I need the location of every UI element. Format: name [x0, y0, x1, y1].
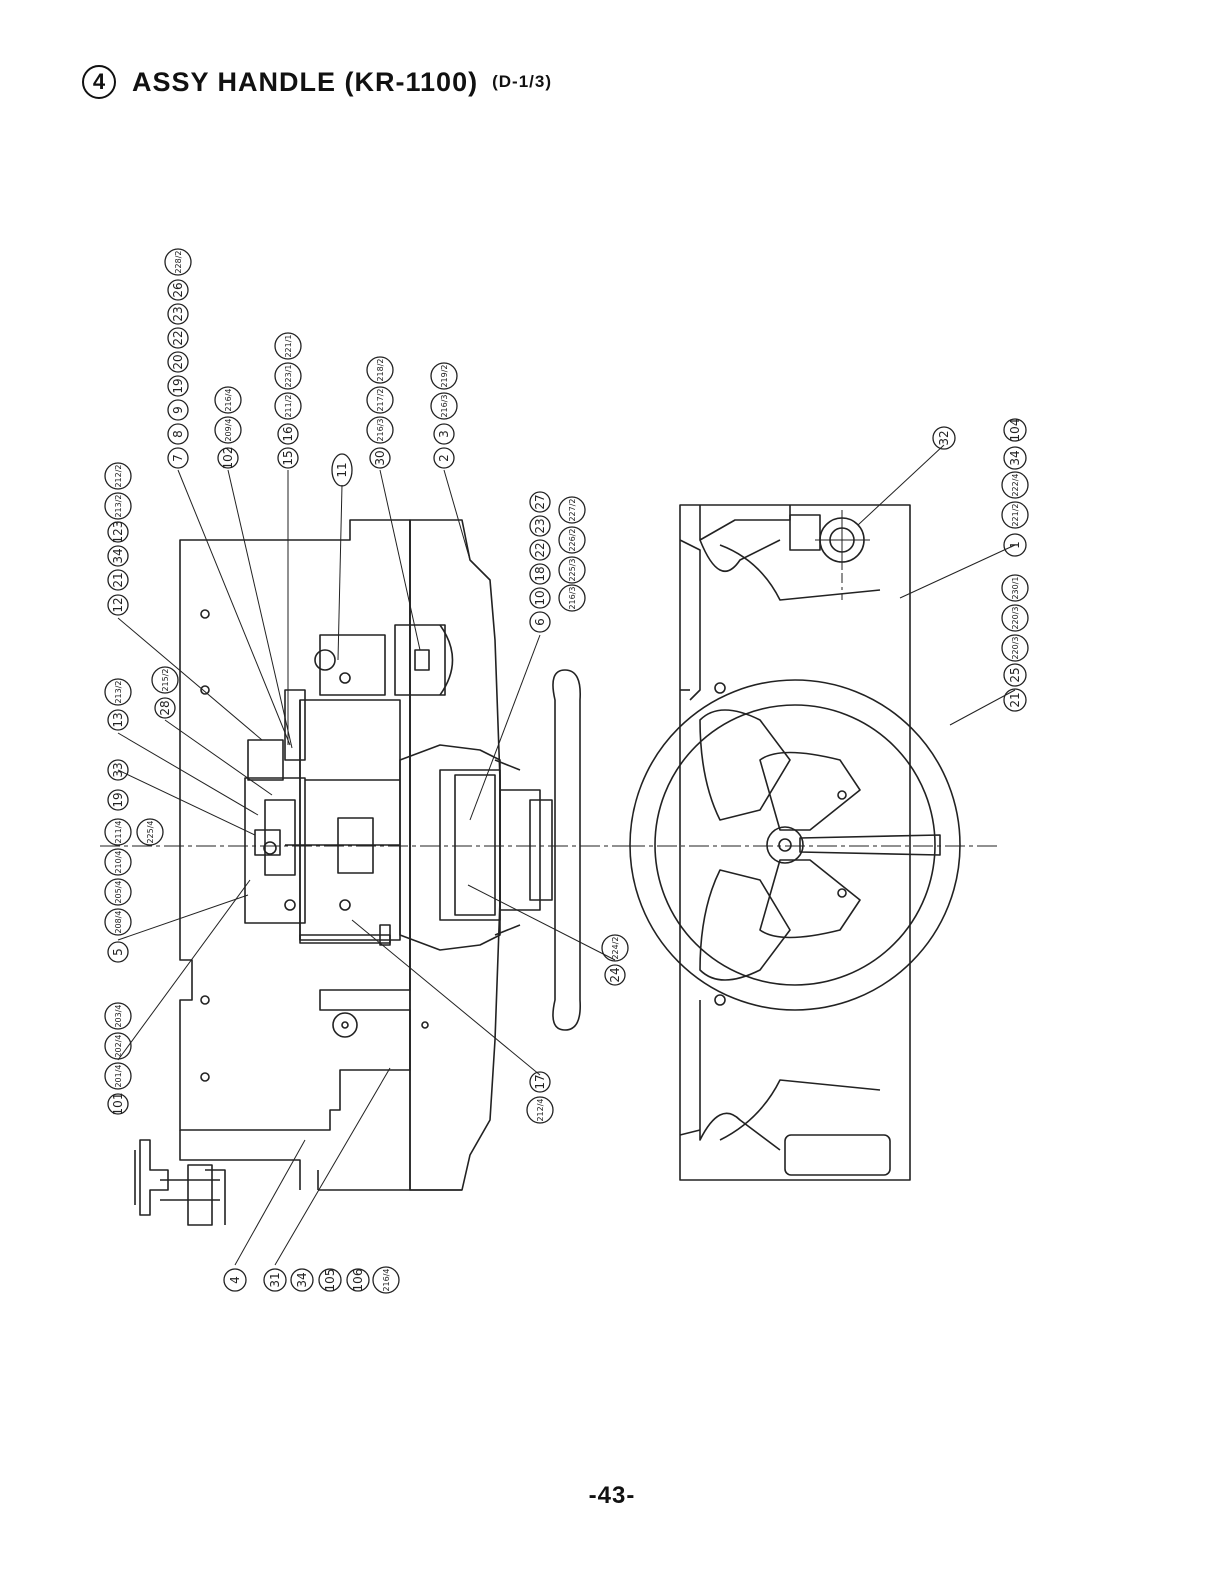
callout-label: 33	[111, 762, 125, 777]
callout-label: 102	[221, 447, 235, 470]
callout-label: 222/4	[1011, 473, 1020, 496]
callout-label: 123	[111, 521, 125, 544]
callout-label: 226/2	[568, 528, 577, 551]
callout-label: 7	[171, 454, 185, 462]
callout-label: 216/4	[382, 1268, 391, 1291]
callout-label: 15	[281, 450, 295, 465]
callout-label: 218/2	[376, 358, 385, 381]
callout-label: 8	[171, 430, 185, 438]
callout-label: 225/3	[568, 558, 577, 581]
callout-label: 230/1	[1011, 576, 1020, 599]
callout-label: 221/1	[284, 334, 293, 357]
callout-label: 213/2	[114, 494, 123, 517]
callout-label: 217/2	[376, 388, 385, 411]
callout-label: 211/4	[114, 820, 123, 843]
callout-label: 101	[111, 1093, 125, 1116]
callout-label: 205/4	[114, 880, 123, 903]
callout-label: 220/3	[1011, 606, 1020, 629]
callout-label: 1	[1008, 541, 1022, 549]
callout-label: 24	[608, 967, 622, 982]
page-title: ASSY HANDLE (KR-1100)	[132, 66, 479, 97]
callout-label: 2	[437, 454, 451, 462]
callout-label: 225/4	[146, 820, 155, 843]
callout-label: 16	[281, 426, 295, 441]
callout-label: 23	[533, 518, 547, 533]
callout-label: 3	[437, 430, 451, 438]
callout-label: 31	[268, 1272, 282, 1287]
callout-labels: 7 8 9 19 20 22 23 26 228/2 102 209/4 216…	[111, 250, 1022, 1291]
callout-label: 221/2	[1011, 503, 1020, 526]
callout-label: 208/4	[114, 910, 123, 933]
steering-wheel-outer	[629, 679, 961, 1011]
callout-label: 212/4	[536, 1098, 545, 1121]
steering-wheel-inner	[654, 704, 936, 986]
callout-label: 220/3	[1011, 636, 1020, 659]
callout-label: 9	[171, 406, 185, 414]
page-subtitle: (D-1/3)	[492, 72, 552, 91]
page-number: -43-	[588, 1482, 636, 1509]
leader-lines	[117, 444, 1016, 1266]
callout-label: 34	[1008, 450, 1022, 465]
callout-label: 19	[111, 792, 125, 807]
callout-label: 223/1	[284, 364, 293, 387]
callout-label: 203/4	[114, 1004, 123, 1027]
callout-label: 228/2	[174, 250, 183, 273]
callout-label: 201/4	[114, 1064, 123, 1087]
callout-label: 20	[171, 354, 185, 369]
callout-label: 105	[323, 1269, 337, 1292]
callout-label: 6	[533, 618, 547, 626]
callout-label: 106	[351, 1269, 365, 1292]
callout-label: 28	[158, 700, 172, 715]
callout-label: 10	[533, 590, 547, 605]
callout-label: 211/2	[284, 394, 293, 417]
wheel-rim-edge	[552, 669, 582, 1031]
callout-label: 216/4	[224, 388, 233, 411]
frame-outline	[679, 504, 911, 1181]
callout-label: 5	[111, 948, 125, 956]
callout-label: 22	[171, 330, 185, 345]
callout-label: 34	[111, 548, 125, 563]
callout-label: 32	[937, 430, 951, 445]
callout-label: 22	[533, 542, 547, 557]
plan-view	[625, 504, 1000, 1181]
callout-label: 25	[1008, 667, 1022, 682]
callout-label: 209/4	[224, 418, 233, 441]
side-section-view	[134, 519, 582, 1226]
callout-label: 216/3	[440, 394, 449, 417]
callout-balloons	[104, 248, 1029, 1294]
callout-label: 12	[111, 597, 125, 612]
callout-label: 13	[111, 712, 125, 727]
callout-label: 224/2	[611, 936, 620, 959]
callout-label: 216/3	[568, 586, 577, 609]
callout-label: 23	[171, 306, 185, 321]
callout-label: 21	[111, 572, 125, 587]
callout-label: 212/2	[114, 464, 123, 487]
callout-label: 227/2	[568, 498, 577, 521]
callout-label: 104	[1008, 419, 1022, 442]
callout-label: 34	[295, 1272, 309, 1287]
callout-label: 213/2	[114, 680, 123, 703]
section-number: 4	[82, 65, 116, 99]
callout-label: 215/2	[161, 668, 170, 691]
callout-label: 18	[533, 566, 547, 581]
callout-label: 216/3	[376, 418, 385, 441]
callout-label: 210/4	[114, 850, 123, 873]
callout-label: 26	[171, 282, 185, 297]
callout-label: 30	[373, 450, 387, 465]
callout-label: 202/4	[114, 1034, 123, 1057]
callout-label: 4	[228, 1276, 242, 1284]
callout-label: 19	[171, 378, 185, 393]
callout-label: 219/2	[440, 364, 449, 387]
callout-label: 21	[1008, 692, 1022, 707]
section-header: 4 ASSY HANDLE (KR-1100) (D-1/3)	[82, 60, 552, 104]
callout-label: 27	[533, 494, 547, 509]
callout-label: 11	[335, 462, 349, 477]
callout-label: 17	[533, 1074, 547, 1089]
